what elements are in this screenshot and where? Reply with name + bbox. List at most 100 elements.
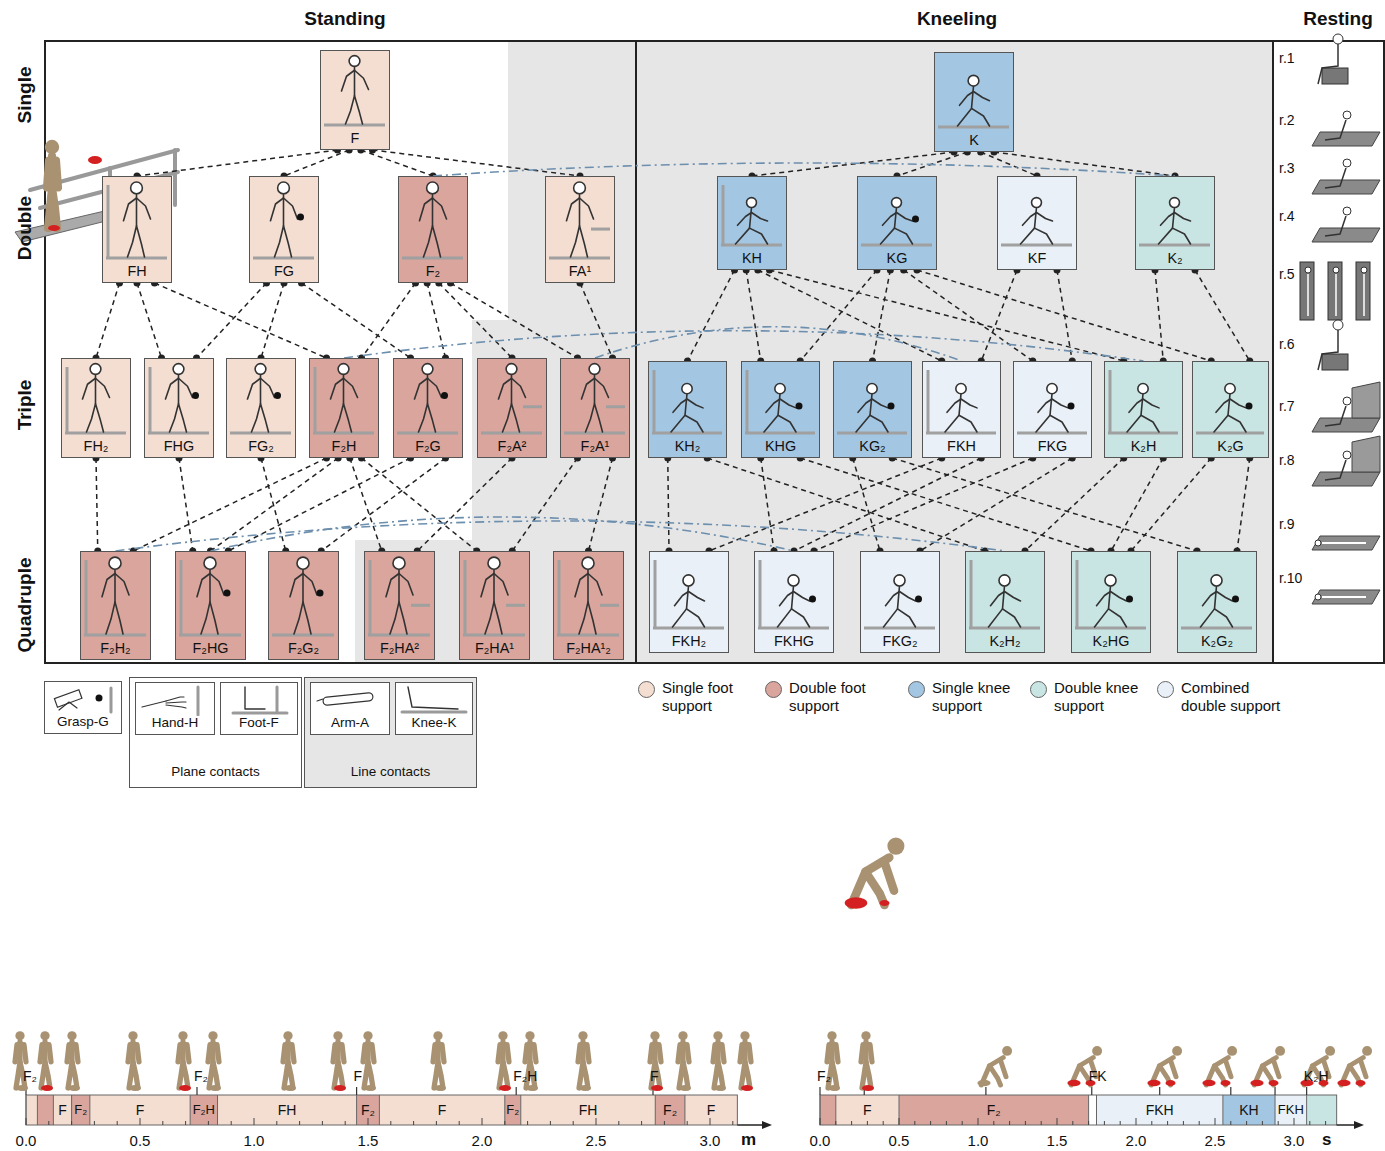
legs <box>294 602 311 634</box>
pose-figure <box>998 177 1075 248</box>
wall-line <box>1109 370 1112 433</box>
legs <box>673 609 705 627</box>
timeline-outline <box>26 1095 737 1125</box>
axis-tick <box>1120 1121 1121 1125</box>
segment-border <box>655 1095 656 1125</box>
legs <box>106 602 123 634</box>
ground-line <box>837 432 907 435</box>
legend-swatch <box>638 681 655 698</box>
timeline-label: 1.5 <box>358 1132 379 1149</box>
grasp-dot <box>1232 595 1239 602</box>
pose-label: F₂A² <box>478 437 546 455</box>
axis-tick <box>1009 1121 1010 1125</box>
pose-figure <box>394 359 461 436</box>
legs <box>958 108 990 126</box>
ground-line <box>557 634 619 637</box>
arms <box>1129 399 1159 412</box>
pose-box: F₂G₂ <box>268 551 339 660</box>
legs <box>579 602 596 634</box>
torso <box>778 394 780 415</box>
timeline-label: F <box>136 1102 145 1118</box>
mannequin <box>1227 1046 1237 1056</box>
axis-tick <box>1309 1121 1310 1125</box>
timeline-label: 2.5 <box>1205 1132 1226 1149</box>
pose-box: FH₂ <box>61 358 131 458</box>
pose-figure <box>365 552 433 638</box>
hierarchy-connector <box>1025 458 1124 551</box>
torso <box>1141 394 1143 415</box>
ground-line <box>179 634 241 637</box>
ground-line <box>106 257 167 260</box>
resting-figure <box>1315 594 1321 600</box>
axis-tick <box>641 1121 642 1125</box>
mannequin <box>1361 1060 1367 1077</box>
knee-contact <box>1337 1080 1350 1087</box>
floor-plate <box>1312 418 1380 432</box>
contact-label: Hand-H <box>136 714 214 732</box>
head <box>999 575 1010 586</box>
axis-tick <box>1041 1121 1042 1125</box>
arms <box>567 198 594 221</box>
foot-contact <box>364 1085 376 1091</box>
foot-contact <box>434 1085 446 1091</box>
foot-contact <box>579 1085 591 1091</box>
resting-number: r.9 <box>1279 516 1295 532</box>
hierarchy-connector <box>853 458 880 551</box>
legs <box>586 404 603 432</box>
legs <box>1214 415 1246 432</box>
legs <box>856 415 888 432</box>
timeline-label: m <box>741 1130 756 1150</box>
hierarchy-connector <box>1237 458 1250 551</box>
arms <box>673 399 703 412</box>
torso <box>1003 586 1005 609</box>
pose-box: FKH <box>922 361 1001 458</box>
axis-tick <box>162 1121 163 1125</box>
mannequin <box>1274 1060 1280 1077</box>
ledge-line <box>411 604 430 607</box>
frame <box>45 41 1384 663</box>
foot-contact <box>526 1085 538 1091</box>
wall-line <box>276 687 279 711</box>
pose-label: K₂HG <box>1072 632 1150 650</box>
hierarchy-connector <box>746 270 761 361</box>
segment-border <box>190 1095 191 1125</box>
mannequin <box>41 1062 50 1088</box>
pose-figure <box>103 177 170 261</box>
ground-line <box>402 257 463 260</box>
mannequin <box>525 1045 536 1062</box>
kneeling-panel <box>636 40 1273 663</box>
timeline-label: 1.5 <box>1047 1132 1068 1149</box>
transition-connector <box>595 327 962 361</box>
hierarchy-connector <box>302 283 411 358</box>
grasp-dot <box>1068 402 1075 409</box>
axis-tick <box>1325 1121 1326 1125</box>
wall-line <box>746 370 749 433</box>
hierarchy-connector <box>137 150 338 176</box>
segment-border <box>520 1095 521 1125</box>
axis-tick <box>962 1121 963 1125</box>
finger <box>166 705 186 708</box>
segment-border <box>356 1095 357 1125</box>
pose-figure <box>554 552 622 638</box>
wall-panel <box>1356 262 1370 320</box>
axis-tick <box>851 1121 852 1125</box>
pose-figure <box>81 552 149 638</box>
timeline-label: F <box>650 1068 659 1084</box>
legs <box>778 609 810 627</box>
foot-contact <box>68 1085 80 1091</box>
knee-contact <box>845 897 868 908</box>
hierarchy-connector <box>758 270 942 361</box>
axis-arrow <box>762 1121 772 1129</box>
mannequin <box>1171 1060 1177 1077</box>
hierarchy-connector <box>1057 270 1072 361</box>
axis-tick <box>1294 1118 1295 1125</box>
grasp-dot <box>915 595 922 602</box>
timeline-label: 1.0 <box>244 1132 265 1149</box>
ground-line <box>564 432 625 435</box>
contact-box: Hand-H <box>135 682 215 735</box>
segment-border <box>684 1095 685 1125</box>
foot-contact <box>284 1085 296 1091</box>
pose-label: FH₂ <box>62 437 130 455</box>
head <box>1105 575 1116 586</box>
arms <box>415 378 442 399</box>
